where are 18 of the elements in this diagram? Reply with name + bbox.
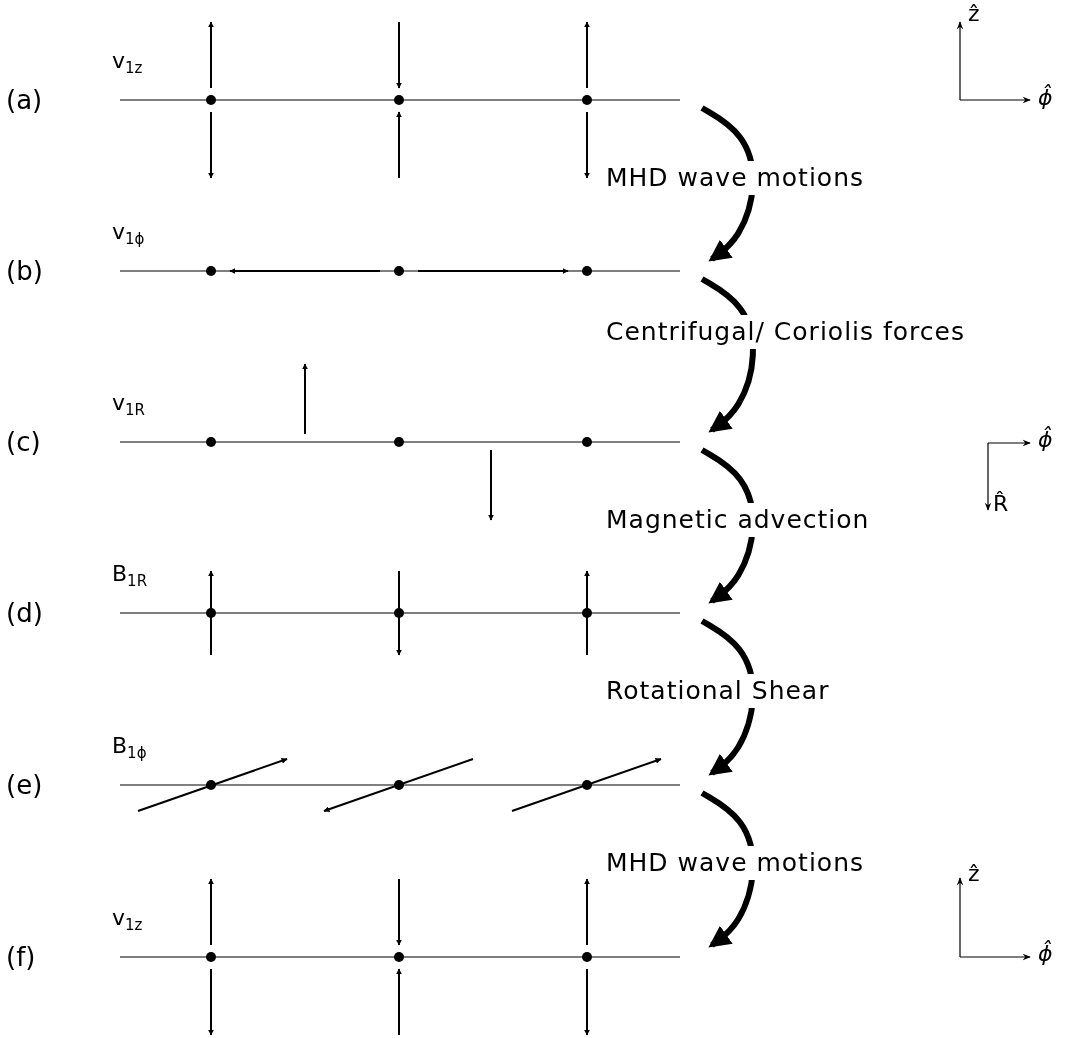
- variable-label: B$_{1R}$: [112, 561, 148, 593]
- axis-label: ϕ̂: [1038, 428, 1053, 452]
- axis-label: R̂: [993, 492, 1009, 516]
- panel-label: (e): [6, 770, 43, 800]
- panel-label: (a): [6, 85, 43, 115]
- panel-label: (c): [6, 427, 41, 457]
- axis-label: ẑ: [968, 2, 980, 26]
- variable-label: v$_{1R}$: [112, 390, 145, 422]
- variable-label: v$_{1z}$: [112, 48, 143, 80]
- variable-label: B$_{1ϕ}$: [112, 733, 147, 765]
- axis-label: ϕ̂: [1038, 942, 1053, 966]
- variable-label: v$_{1z}$: [112, 905, 143, 937]
- variable-label: v$_{1ϕ}$: [112, 219, 145, 251]
- panel-label: (f): [6, 942, 36, 972]
- panel-label: (b): [6, 256, 43, 286]
- axis-label: ϕ̂: [1038, 86, 1053, 110]
- panel-label: (d): [6, 598, 43, 628]
- axis-label: ẑ: [968, 862, 980, 886]
